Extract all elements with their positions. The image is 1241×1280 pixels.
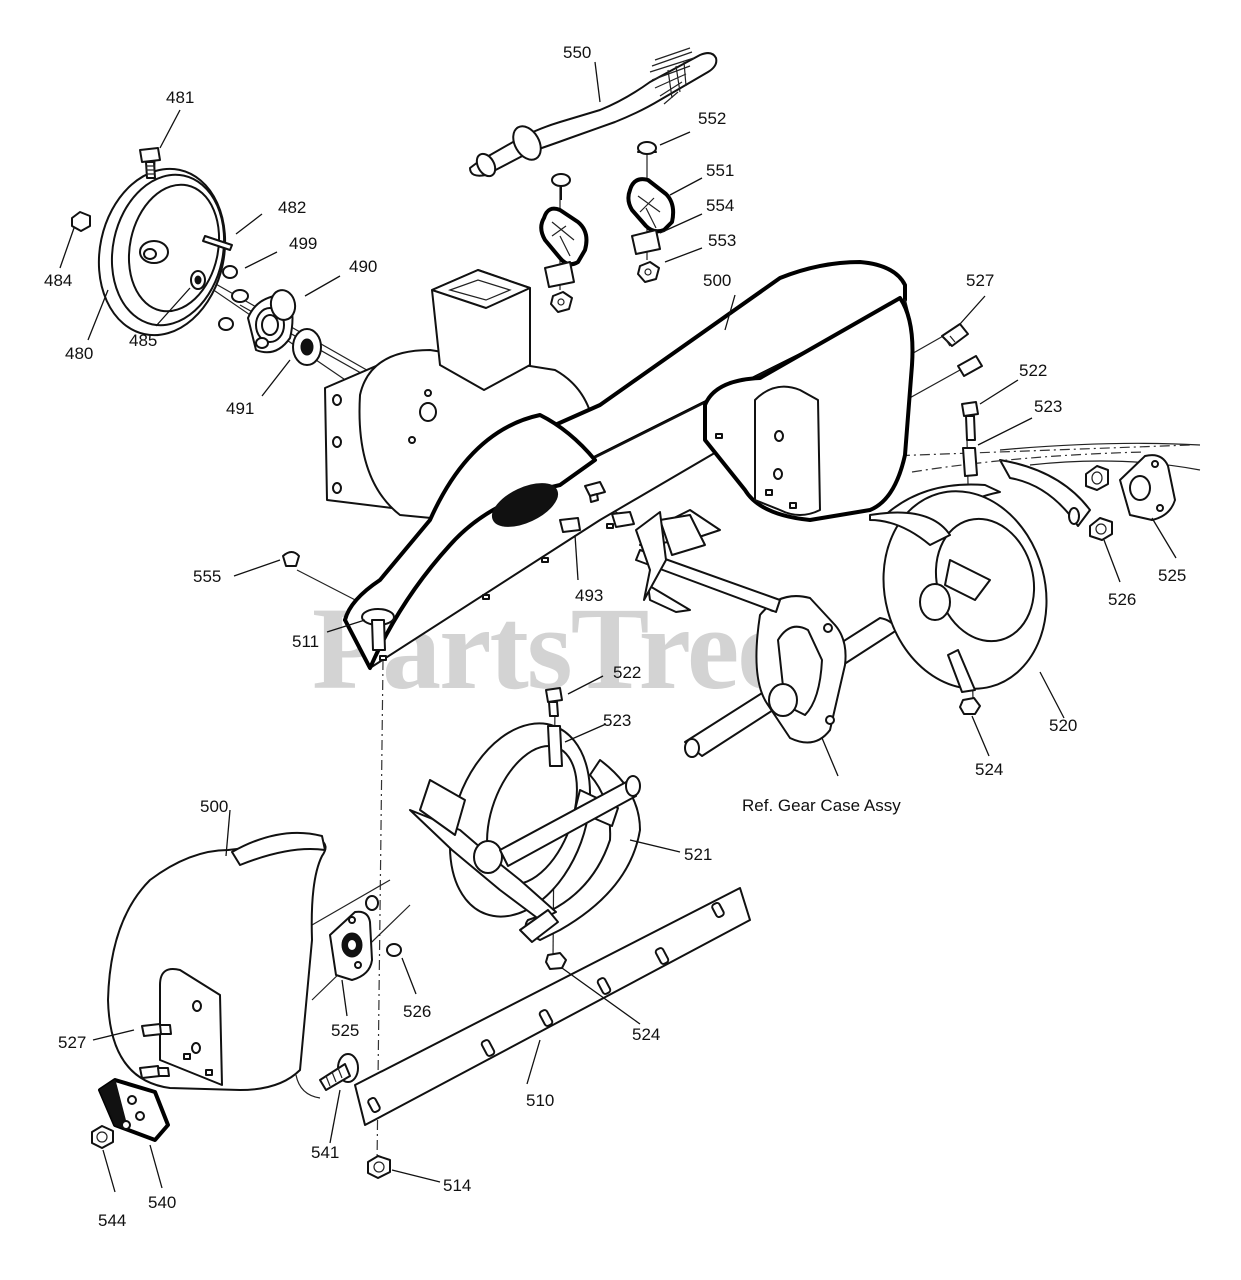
- leader-lines: [59, 61, 1177, 1193]
- callout-499: 499: [289, 234, 317, 253]
- callout-526-right: 526: [1108, 590, 1136, 609]
- callout-524-left: 524: [632, 1025, 660, 1044]
- flange-right: [1085, 454, 1176, 541]
- callout-525-right: 525: [1158, 566, 1186, 585]
- callout-510: 510: [526, 1091, 554, 1110]
- callout-481: 481: [166, 88, 194, 107]
- scraper-bar-510: [354, 887, 751, 1126]
- housing-bolts: [559, 323, 983, 533]
- pulley-480: [71, 147, 227, 337]
- callout-551: 551: [706, 161, 734, 180]
- callout-527-top: 527: [966, 271, 994, 290]
- callout-540: 540: [148, 1193, 176, 1212]
- callout-555: 555: [193, 567, 221, 586]
- callout-523-right: 523: [1034, 397, 1062, 416]
- lower-bolts-527: [139, 1023, 172, 1079]
- callout-554: 554: [706, 196, 734, 215]
- callout-491: 491: [226, 399, 254, 418]
- shear-pin-left: [545, 687, 567, 970]
- gear-case-assembly: [635, 509, 898, 758]
- callout-labels: 550 552 551 554 553 481 482 499 490 484 …: [44, 43, 1186, 1230]
- callout-514: 514: [443, 1176, 471, 1195]
- bearing-assembly: [202, 235, 322, 366]
- housing-end-left-500: [107, 831, 327, 1099]
- callout-541: 541: [311, 1143, 339, 1162]
- callout-493: 493: [575, 586, 603, 605]
- chute-bracket-right: [626, 141, 676, 283]
- auger-housing-500: [324, 260, 915, 670]
- callout-553: 553: [708, 231, 736, 250]
- callout-523-left: 523: [603, 711, 631, 730]
- callout-526-left: 526: [403, 1002, 431, 1021]
- callout-522-right: 522: [1019, 361, 1047, 380]
- callout-484: 484: [44, 271, 72, 290]
- callout-480: 480: [65, 344, 93, 363]
- callout-525-left: 525: [331, 1021, 359, 1040]
- auger-left-521: [409, 722, 641, 943]
- skid-shoe-540: [91, 1078, 170, 1149]
- callout-485: 485: [129, 331, 157, 350]
- callout-511: 511: [292, 632, 319, 651]
- reference-label: Ref. Gear Case Assy: [742, 796, 901, 815]
- callout-522-left: 522: [613, 663, 641, 682]
- callout-552: 552: [698, 109, 726, 128]
- callout-527-left: 527: [58, 1033, 86, 1052]
- callout-520: 520: [1049, 716, 1077, 735]
- callout-490: 490: [349, 257, 377, 276]
- fasteners-555-511: [282, 551, 395, 651]
- nut-514: [367, 1155, 391, 1179]
- carriage-bolt-541: [319, 1053, 359, 1091]
- callout-544: 544: [98, 1211, 126, 1230]
- callout-500-left: 500: [200, 797, 228, 816]
- callout-500-top: 500: [703, 271, 731, 290]
- chute-bracket-left: [539, 173, 589, 313]
- callout-482: 482: [278, 198, 306, 217]
- callout-524-right: 524: [975, 760, 1003, 779]
- callout-550: 550: [563, 43, 591, 62]
- shear-pin-right: [959, 401, 981, 715]
- chute-crank-550: [469, 47, 718, 178]
- flange-left: [329, 895, 402, 981]
- callout-521: 521: [684, 845, 712, 864]
- auger-right-520: [869, 442, 1201, 693]
